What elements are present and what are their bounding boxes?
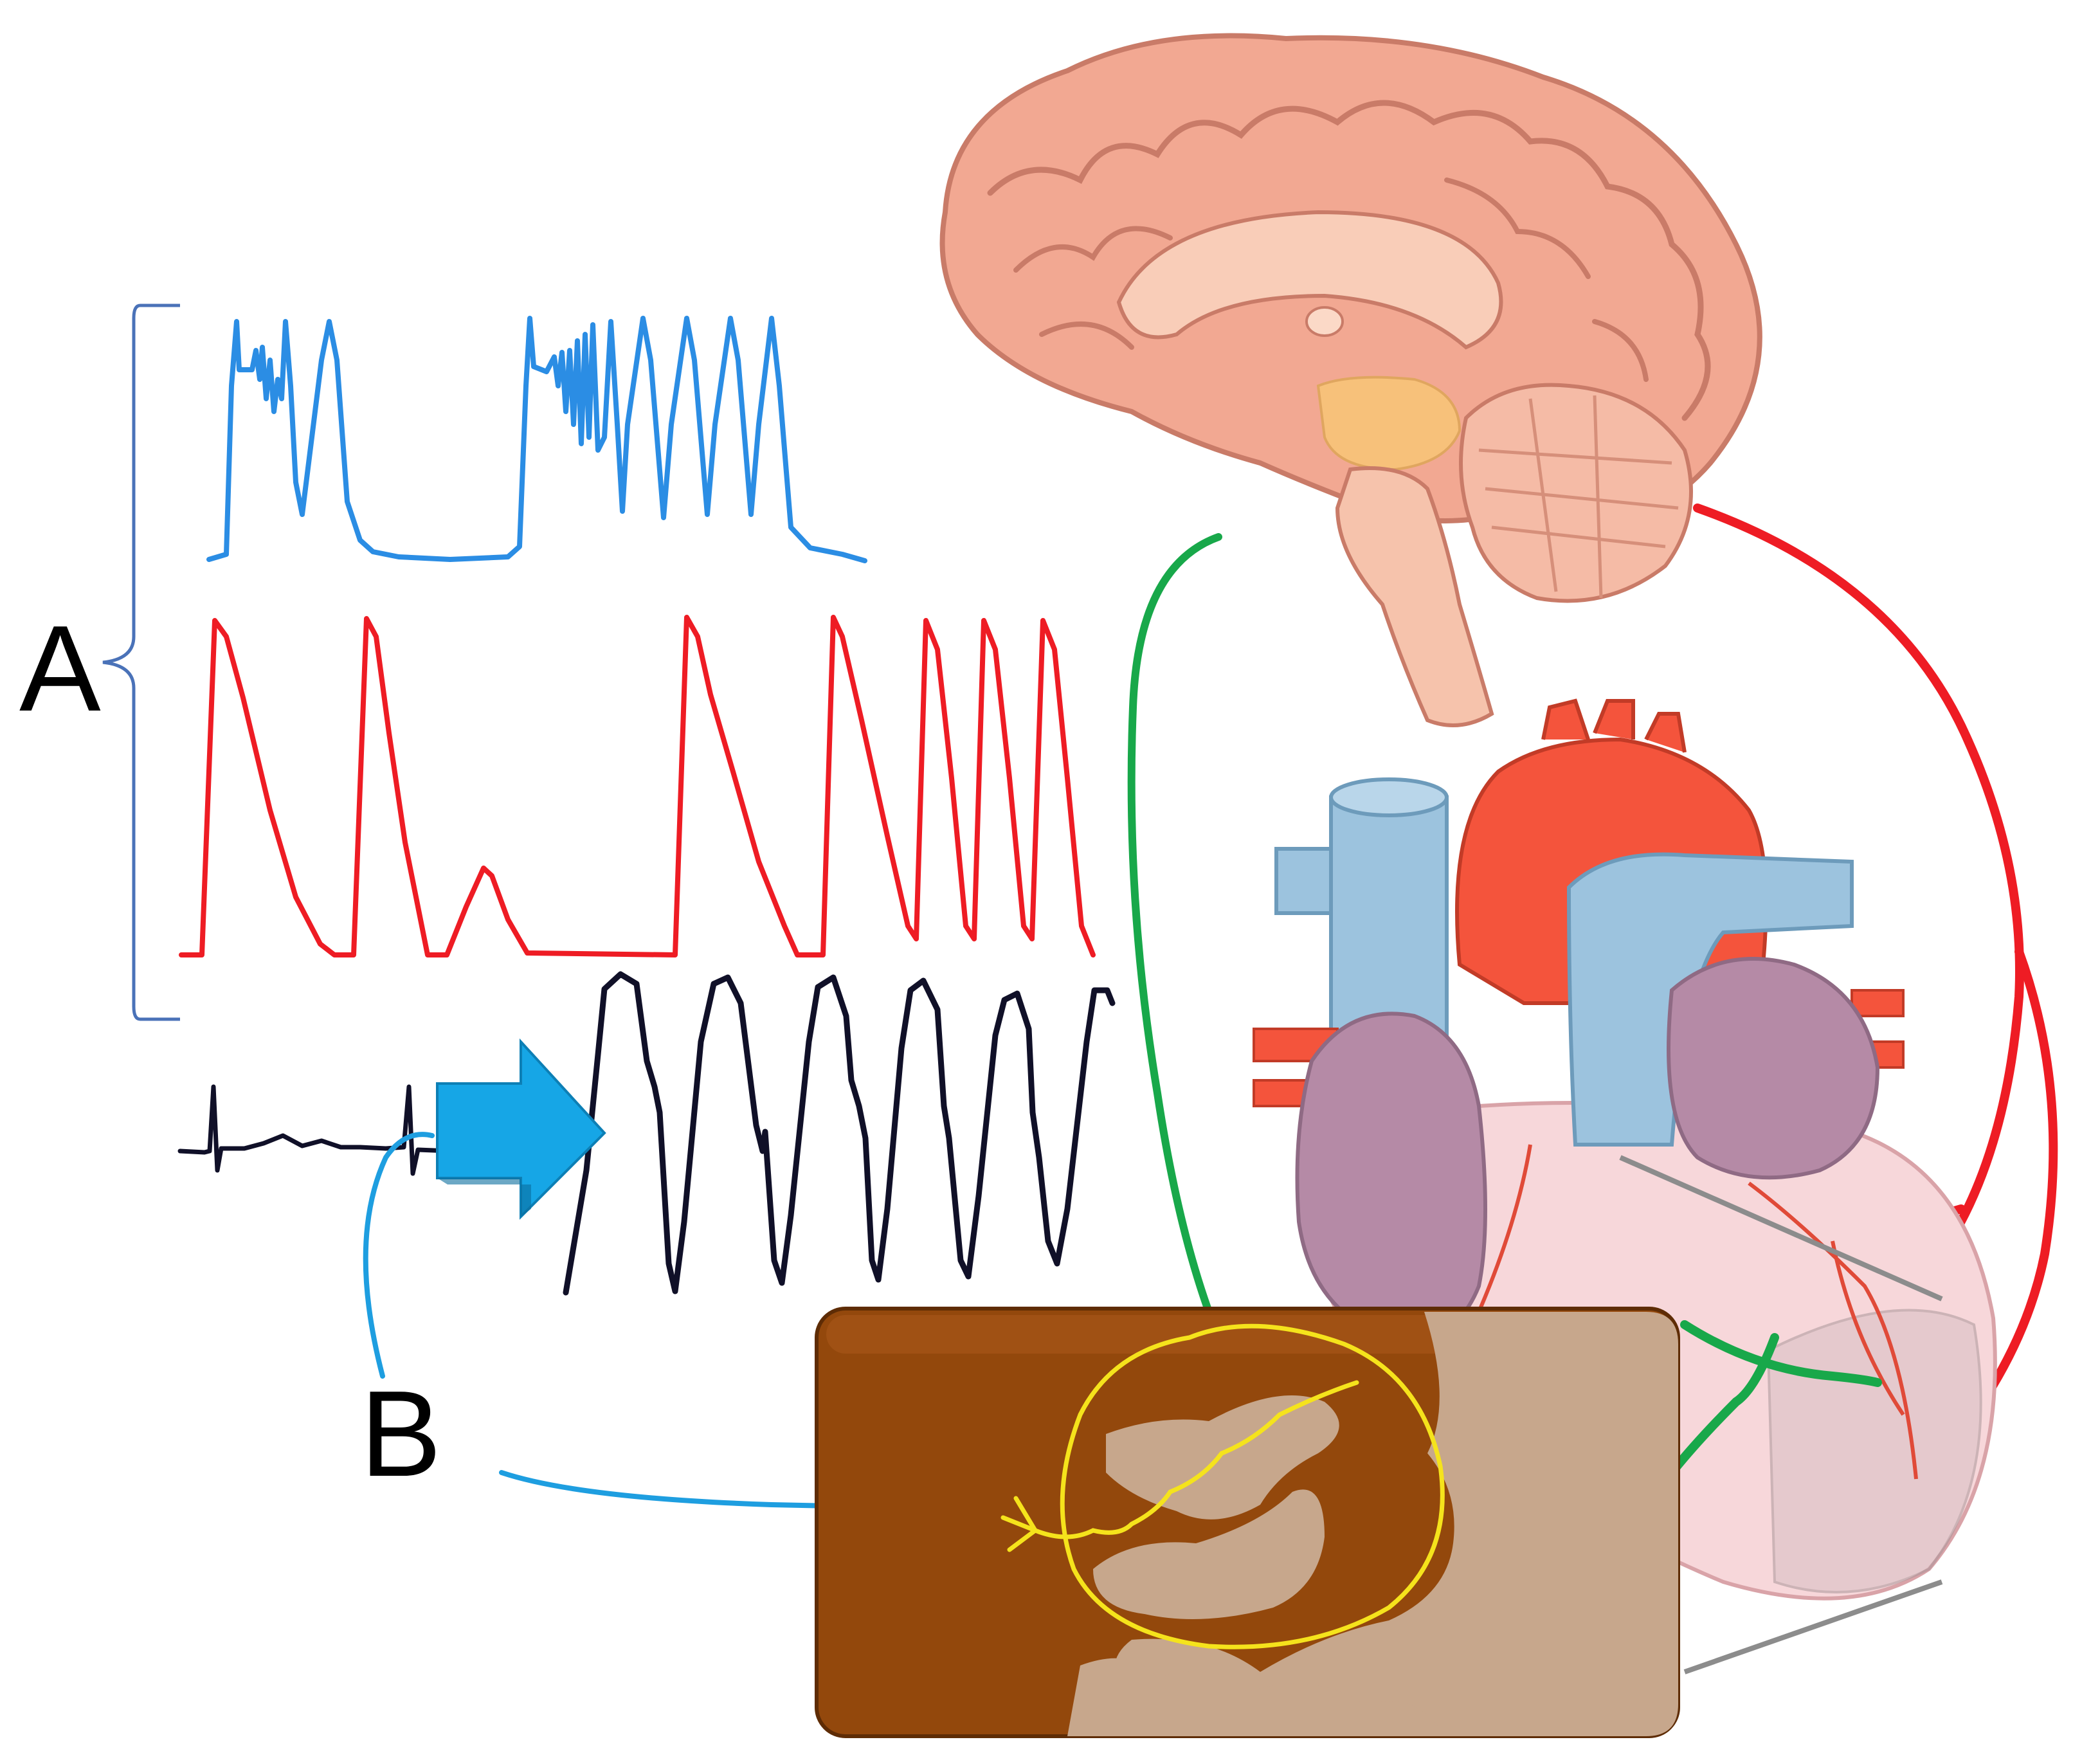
trace-ecg-arrhythmia [563, 971, 1116, 1296]
trace-ecg [177, 1084, 453, 1176]
arrow-shadow [437, 1178, 531, 1217]
brain-sagittal-icon [939, 33, 1762, 727]
panel-label-a: A [19, 601, 101, 737]
trace-neuron-activity [206, 316, 867, 563]
trace-cardiac-action-potential [179, 615, 1096, 957]
reentry-circuit [1060, 1323, 1445, 1649]
nerve-green-heart-branch [1667, 1320, 1882, 1477]
reentry-arrow-icon [1000, 1496, 1038, 1552]
nerve-green-left [1127, 533, 1222, 1316]
panel-label-b: B [360, 1366, 442, 1502]
pointer-b-to-tissue [499, 1470, 1009, 1512]
bracket-a [102, 304, 180, 1021]
fibrosis-island-lower [1093, 1489, 1325, 1619]
fibrosis-bottom [1067, 1658, 1440, 1736]
pointer-b-to-trigger [363, 1132, 435, 1379]
fibrosis-island-upper [1106, 1395, 1339, 1520]
myocardial-tissue-block-icon [815, 1307, 1680, 1738]
reentry-path-inner [1033, 1380, 1359, 1539]
